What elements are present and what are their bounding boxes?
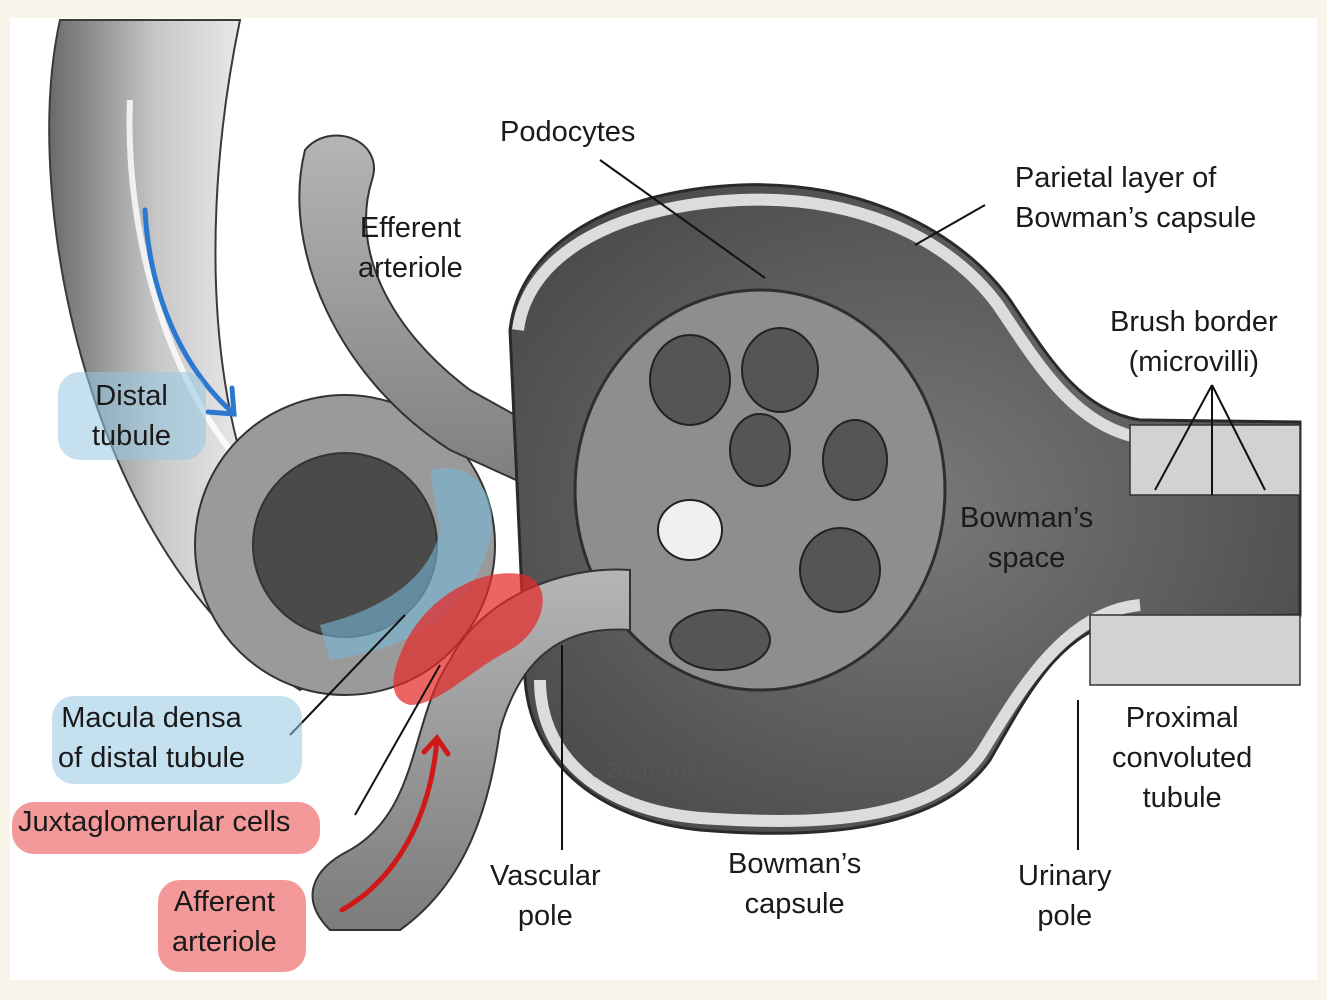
label-distal-tubule: Distal tubule (92, 380, 172, 452)
label-bowmans-space: Bowman’s space (960, 502, 1094, 574)
label-bowmans-capsule: Bowman’s capsule (728, 848, 862, 920)
juxtaglomerular-highlight (393, 573, 543, 705)
leader-lines (289, 159, 1266, 850)
label-efferent-arteriole: Efferent arteriole (358, 212, 463, 284)
glomerulus (573, 288, 947, 692)
distal-tubule-shape (48, 19, 362, 692)
label-proximal-tubule: Proximal convoluted tubule (1112, 702, 1253, 814)
label-juxtaglomerular-cells: Juxtaglomerular cells (18, 806, 291, 838)
label-parietal-layer: Parietal layer of Bowman’s capsule (1014, 162, 1257, 234)
label-brush-border: Brush border (microvilli) (1110, 306, 1278, 378)
label-urinary-pole: Urinary pole (1018, 860, 1112, 932)
afferent-label-highlight (158, 880, 306, 972)
afferent-flow-arrow (339, 734, 451, 913)
distal-label-highlight (58, 372, 206, 460)
label-vascular-pole: Vascular pole (490, 860, 601, 932)
copyright-watermark: ©2020 The Ohio State University (590, 758, 912, 783)
distal-flow-arrow (142, 207, 237, 417)
macula-densa-highlight (320, 468, 492, 660)
efferent-arteriole-shape (298, 134, 561, 502)
afferent-arteriole-shape (311, 568, 631, 931)
label-afferent-arteriole: Afferent arteriole (172, 886, 277, 958)
macula-label-highlight (52, 696, 302, 784)
label-podocytes: Podocytes (500, 116, 636, 148)
juxta-label-highlight (12, 802, 320, 854)
label-macula-densa: Macula densa of distal tubule (58, 702, 246, 774)
